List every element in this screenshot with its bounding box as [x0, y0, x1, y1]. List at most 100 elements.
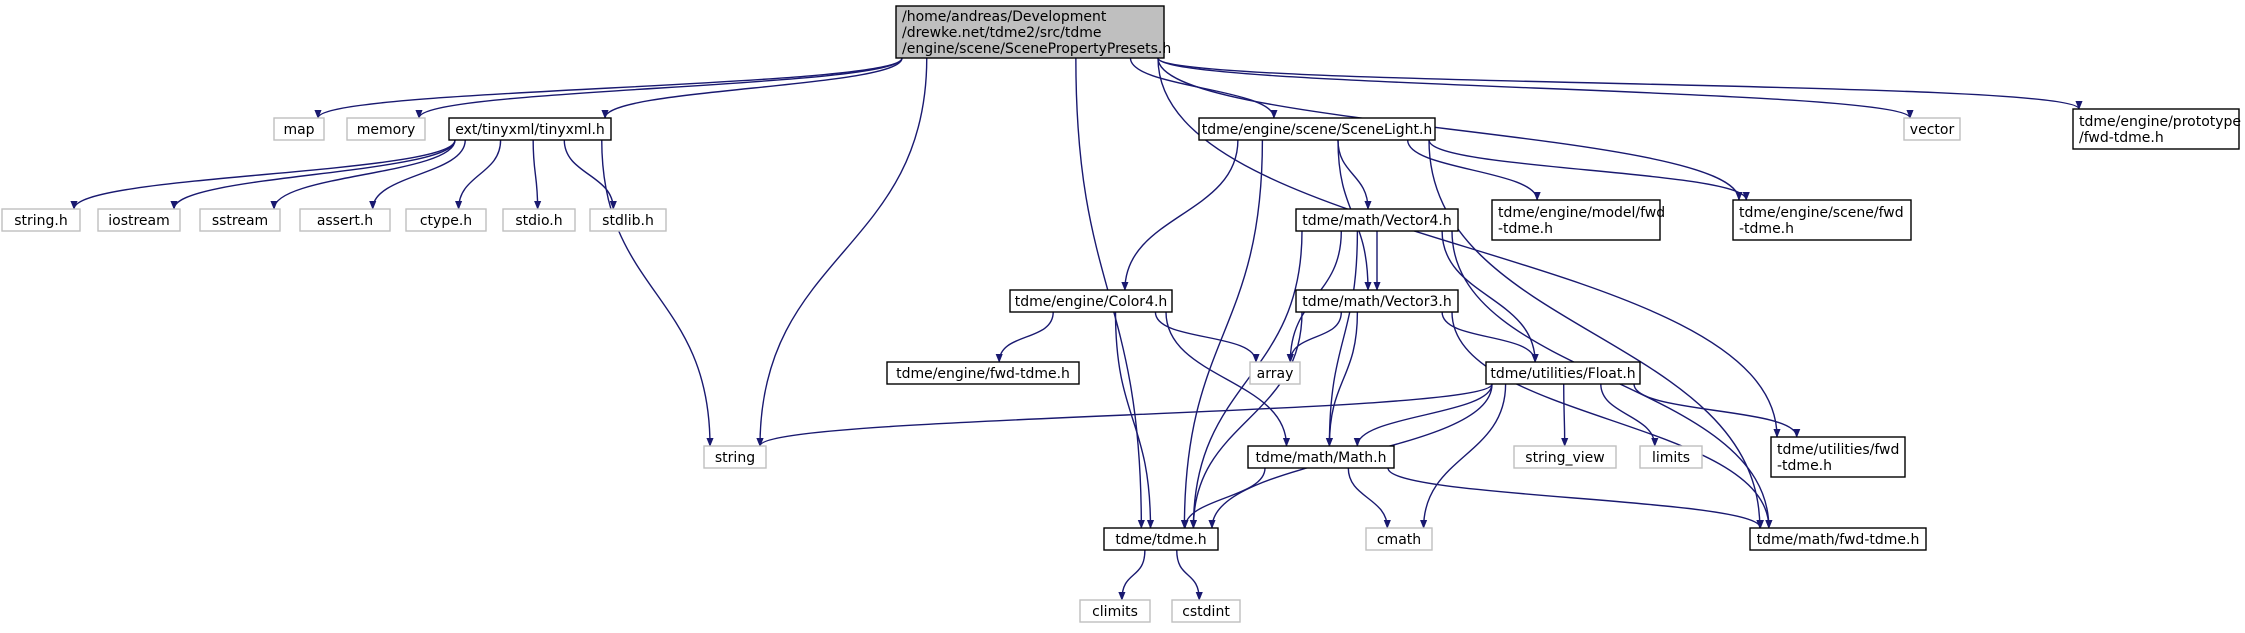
node-label: array: [1257, 366, 1294, 382]
edge-tinyxml-to-string-h: [70, 139, 456, 210]
node-box: [1770, 436, 1906, 478]
node-label: tdme/utilities/fwd: [1777, 442, 1899, 458]
node-box: [1171, 599, 1241, 623]
node-label: vector: [1910, 122, 1955, 138]
edge-float-to-mathh: [1353, 383, 1493, 447]
edge-vector4-to-float: [1441, 230, 1539, 363]
edge-vector4-to-mathh: [1325, 230, 1359, 447]
node-box: [1732, 199, 1912, 241]
node-label: climits: [1092, 604, 1138, 620]
node-scenefwd[interactable]: tdme/engine/scene/fwd-tdme.h: [1732, 199, 1912, 241]
node-assert-h: assert.h: [299, 208, 391, 232]
node-box: [97, 208, 181, 232]
node-label: -tdme.h: [1777, 458, 1832, 474]
node-vector3[interactable]: tdme/math/Vector3.h: [1295, 289, 1459, 313]
node-box: [1249, 361, 1301, 385]
edge-tinyxml-to-stdlib-h: [563, 139, 617, 210]
node-box: [1198, 117, 1436, 141]
node-label: stdlib.h: [602, 213, 654, 229]
node-sstream: sstream: [199, 208, 281, 232]
node-box: [1103, 527, 1219, 551]
edge-vector3-to-mathh: [1325, 311, 1359, 447]
node-box: [346, 117, 426, 141]
node-memory: memory: [346, 117, 426, 141]
node-cstdint: cstdint: [1171, 599, 1241, 623]
node-tdmeh[interactable]: tdme/tdme.h: [1103, 527, 1219, 551]
node-string-h: string.h: [1, 208, 81, 232]
node-label: ctype.h: [420, 213, 472, 229]
edge-scenelight-to-tdmeh: [1180, 139, 1264, 529]
node-label: assert.h: [317, 213, 373, 229]
edge-scenelight-to-modelfwd: [1406, 139, 1541, 201]
node-box: [502, 208, 576, 232]
edge-color4-to-array: [1154, 311, 1260, 363]
node-vector: vector: [1903, 117, 1961, 141]
node-stdlib-h: stdlib.h: [589, 208, 667, 232]
node-label: tdme/math/fwd-tdme.h: [1757, 532, 1920, 548]
node-box: [1485, 361, 1641, 385]
node-box: [1639, 445, 1703, 469]
node-label: string: [715, 450, 755, 466]
node-box: [1365, 527, 1433, 551]
node-modelfwd[interactable]: tdme/engine/model/fwd-tdme.h: [1491, 199, 1665, 241]
edge-color4-to-mathh: [1165, 311, 1291, 447]
node-label: /drewke.net/tdme2/src/tdme: [902, 25, 1102, 41]
node-ctype-h: ctype.h: [405, 208, 487, 232]
node-box: [299, 208, 391, 232]
node-box: [1513, 445, 1617, 469]
edge-root-to-protofwd: [1157, 57, 2083, 110]
edge-vector3-to-tdmeh: [1189, 311, 1303, 529]
edge-scenelight-to-vector4: [1337, 139, 1372, 210]
edge-mathh-to-cmath: [1347, 467, 1391, 529]
node-box: [895, 5, 1165, 59]
node-cmath: cmath: [1365, 527, 1433, 551]
edge-color4-to-tdmeh: [1114, 311, 1155, 529]
node-mathh[interactable]: tdme/math/Math.h: [1247, 445, 1395, 469]
edge-root-to-vector: [1157, 57, 1914, 119]
edge-root-to-utilfwd: [1157, 57, 1781, 438]
node-label: tdme/engine/model/fwd: [1498, 205, 1665, 221]
edge-float-to-limits: [1600, 383, 1659, 447]
edge-vector3-to-mathfwd: [1451, 311, 1773, 529]
node-iostream: iostream: [97, 208, 181, 232]
node-label: tdme/engine/scene/fwd: [1739, 205, 1904, 221]
node-label: tdme/engine/Color4.h: [1015, 294, 1168, 310]
node-label: tdme/engine/fwd-tdme.h: [896, 366, 1070, 382]
edge-tinyxml-to-iostream: [170, 139, 456, 210]
edge-vector3-to-float: [1441, 311, 1539, 363]
node-mathfwd[interactable]: tdme/math/fwd-tdme.h: [1749, 527, 1927, 551]
edge-root-to-memory: [415, 57, 903, 119]
node-tinyxml[interactable]: ext/tinyxml/tinyxml.h: [448, 117, 612, 141]
edge-scenelight-to-mathfwd: [1428, 139, 1764, 529]
node-enginefwd[interactable]: tdme/engine/fwd-tdme.h: [886, 361, 1080, 385]
node-label: tdme/utilities/Float.h: [1490, 366, 1635, 382]
edge-root-to-tinyxml: [601, 57, 903, 119]
edge-tinyxml-to-string: [601, 139, 714, 447]
node-utilfwd[interactable]: tdme/utilities/fwd-tdme.h: [1770, 436, 1906, 478]
node-color4[interactable]: tdme/engine/Color4.h: [1009, 289, 1173, 313]
node-label: /fwd-tdme.h: [2079, 130, 2164, 146]
node-vector4[interactable]: tdme/math/Vector4.h: [1295, 208, 1459, 232]
node-box: [1491, 199, 1661, 241]
edge-tinyxml-to-assert-h: [369, 139, 466, 210]
nodes-layer: /home/andreas/Development/drewke.net/tdm…: [1, 5, 2241, 623]
node-scenelight[interactable]: tdme/engine/scene/SceneLight.h: [1198, 117, 1436, 141]
edge-tdmeh-to-climits: [1118, 549, 1146, 601]
node-label: ext/tinyxml/tinyxml.h: [455, 122, 605, 138]
node-label: tdme/math/Vector4.h: [1302, 213, 1451, 229]
edge-float-to-string-view: [1561, 383, 1569, 447]
node-box: [199, 208, 281, 232]
node-string: string: [703, 445, 767, 469]
edge-scenelight-to-scenefwd: [1428, 139, 1750, 201]
node-label: tdme/math/Math.h: [1256, 450, 1387, 466]
node-protofwd[interactable]: tdme/engine/prototype/fwd-tdme.h: [2072, 108, 2241, 150]
edge-root-to-map: [314, 57, 903, 119]
node-box: [1295, 289, 1459, 313]
node-root[interactable]: /home/andreas/Development/drewke.net/tdm…: [895, 5, 1171, 59]
node-box: [1247, 445, 1395, 469]
node-box: [886, 361, 1080, 385]
node-box: [1, 208, 81, 232]
node-float[interactable]: tdme/utilities/Float.h: [1485, 361, 1641, 385]
node-box: [273, 117, 325, 141]
edge-color4-to-enginefwd: [995, 311, 1054, 363]
